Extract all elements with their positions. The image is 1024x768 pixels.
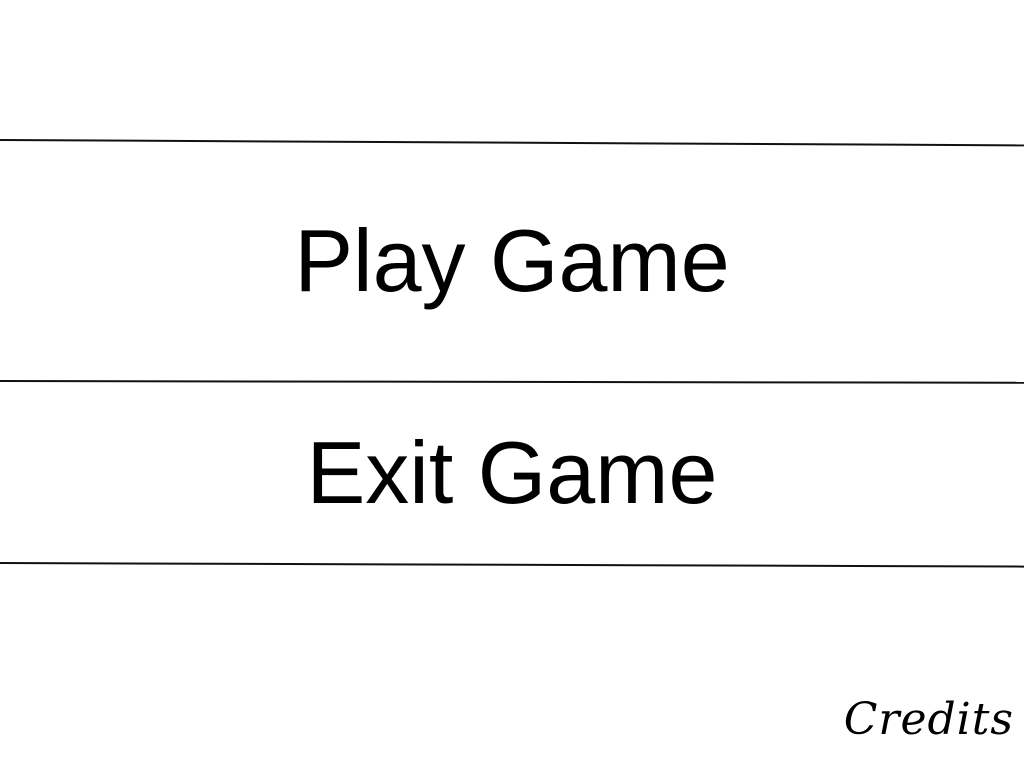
credits-button[interactable]: Credits: [843, 694, 1014, 745]
play-game-button[interactable]: Play Game: [0, 142, 1024, 380]
play-game-label: Play Game: [294, 211, 730, 310]
exit-game-button[interactable]: Exit Game: [0, 383, 1024, 563]
exit-game-label: Exit Game: [306, 423, 718, 522]
